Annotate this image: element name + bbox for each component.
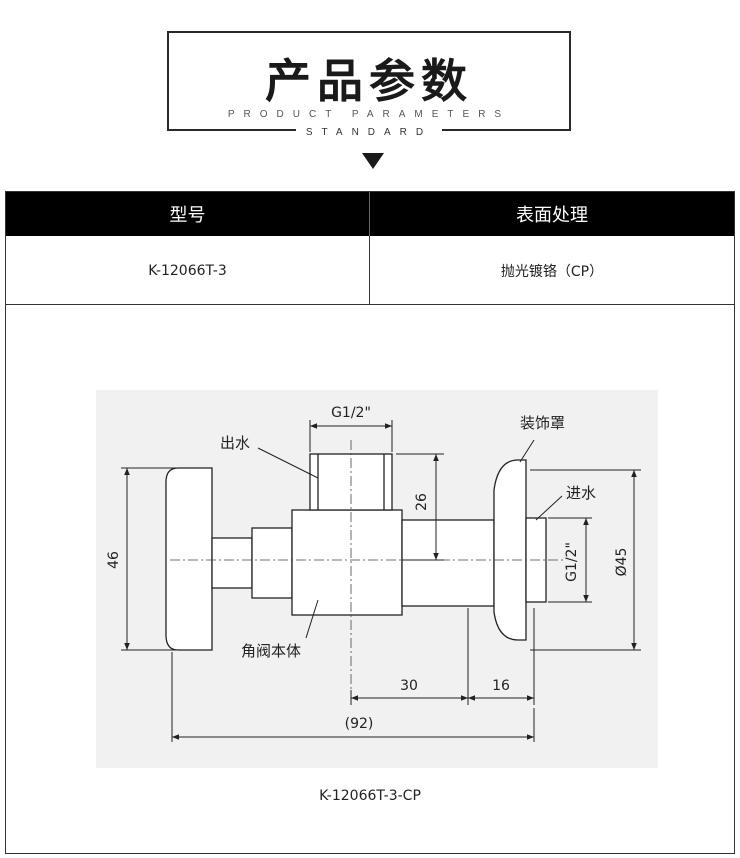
label-cover: 装饰罩 [520,414,565,432]
dim-diameter-45: Ø45 [614,548,630,577]
dim-92: (92) [345,716,374,732]
dim-thread-side: G1/2" [564,542,580,582]
table-header-finish: 表面处理 [370,192,734,236]
table-cell-finish: 抛光镀铬（CP） [500,263,604,280]
title-box: 产品参数 PRODUCT PARAMETERS STANDARD [167,31,571,138]
valve-handle [165,467,213,651]
dim-46: 46 [106,551,122,569]
label-outlet: 出水 [220,434,250,452]
page-tag: STANDARD [169,127,569,138]
valve-body [291,509,403,616]
valve-stem-neck [251,527,293,599]
table-divider [6,304,734,305]
table-cell-model: K-12066T-3 [148,262,227,279]
triangle-down-icon [362,153,384,169]
page-subtitle: PRODUCT PARAMETERS [227,109,511,120]
page-tag-text: STANDARD [295,127,443,138]
table-header-divider [369,192,370,236]
dim-16: 16 [492,678,510,694]
table-row-divider [369,236,370,304]
technical-drawing: G1/2" 26 46 Ø45 G1/2" 30 16 (92) 出水 装饰罩 … [106,405,641,742]
drawing-caption: K-12066T-3-CP [319,788,421,804]
label-inlet: 进水 [566,484,596,502]
valve-stem [211,537,253,589]
dim-26: 26 [414,493,430,511]
table-header-model: 型号 [6,192,369,236]
decorative-cover [493,459,527,641]
valve-inlet-tube [401,519,495,607]
technical-drawing-panel: G1/2" 26 46 Ø45 G1/2" 30 16 (92) 出水 装饰罩 … [96,390,658,768]
dim-30: 30 [400,678,418,694]
page-title: 产品参数 [265,54,473,108]
dim-thread-top: G1/2" [331,405,371,421]
label-body: 角阀本体 [241,642,301,660]
spec-table: 型号 表面处理 K-12066T-3 抛光镀铬（CP） [5,191,735,854]
